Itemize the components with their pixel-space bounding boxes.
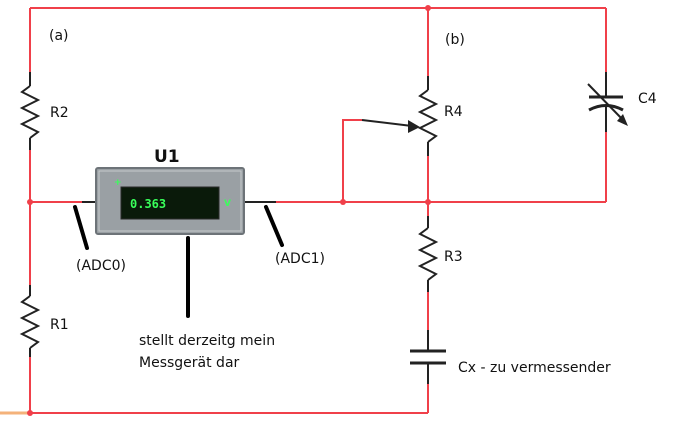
- label-adc1: (ADC1): [275, 251, 325, 267]
- wires: [0, 7, 607, 415]
- junction-left: [27, 199, 33, 205]
- adjust-arrow-icon: [587, 83, 626, 123]
- junction-bottom-left: [27, 410, 33, 416]
- junctions: [27, 5, 431, 416]
- meter-pin-v: V: [224, 199, 231, 209]
- resistor-r3: [417, 216, 439, 292]
- variable-capacitor-c4: [587, 72, 628, 132]
- resistor-r1: [19, 285, 41, 357]
- label-note-line1: stellt derzeitg mein: [139, 333, 275, 349]
- meter-lcd: [120, 186, 220, 220]
- wiper-arrow-icon: [408, 120, 420, 133]
- junction-top: [425, 5, 431, 11]
- label-r4: R4: [444, 104, 463, 120]
- pointer-adc0: [73, 205, 89, 250]
- label-c4: C4: [638, 91, 657, 107]
- resistor-r2: [19, 72, 41, 150]
- label-section-b: (b): [445, 32, 465, 48]
- label-r3: R3: [444, 249, 463, 265]
- label-r1: R1: [50, 317, 69, 333]
- junction-wiper: [340, 199, 346, 205]
- annotation-pointers: [73, 205, 284, 318]
- label-cx: Cx - zu vermessender: [458, 360, 611, 376]
- labels: (a) (b) R2 R1 R4 R3 C4 U1 (ADC0) (ADC1) …: [49, 28, 657, 376]
- capacitor-cx: [410, 330, 446, 384]
- adjust-arrowhead-icon: [617, 114, 628, 126]
- label-section-a: (a): [49, 28, 69, 44]
- wire-wiper: [342, 119, 362, 202]
- potentiometer-r4: [361, 76, 439, 156]
- label-note-line2: Messgerät dar: [139, 355, 240, 371]
- label-r2: R2: [50, 105, 69, 121]
- label-u1: U1: [154, 147, 180, 167]
- junction-right: [425, 199, 431, 205]
- voltmeter-u1: 0.363 + V: [82, 167, 276, 235]
- pointer-adc1: [264, 205, 284, 247]
- meter-reading: 0.363: [130, 197, 166, 211]
- label-adc0: (ADC0): [76, 258, 126, 274]
- meter-pin-plus: +: [114, 178, 122, 188]
